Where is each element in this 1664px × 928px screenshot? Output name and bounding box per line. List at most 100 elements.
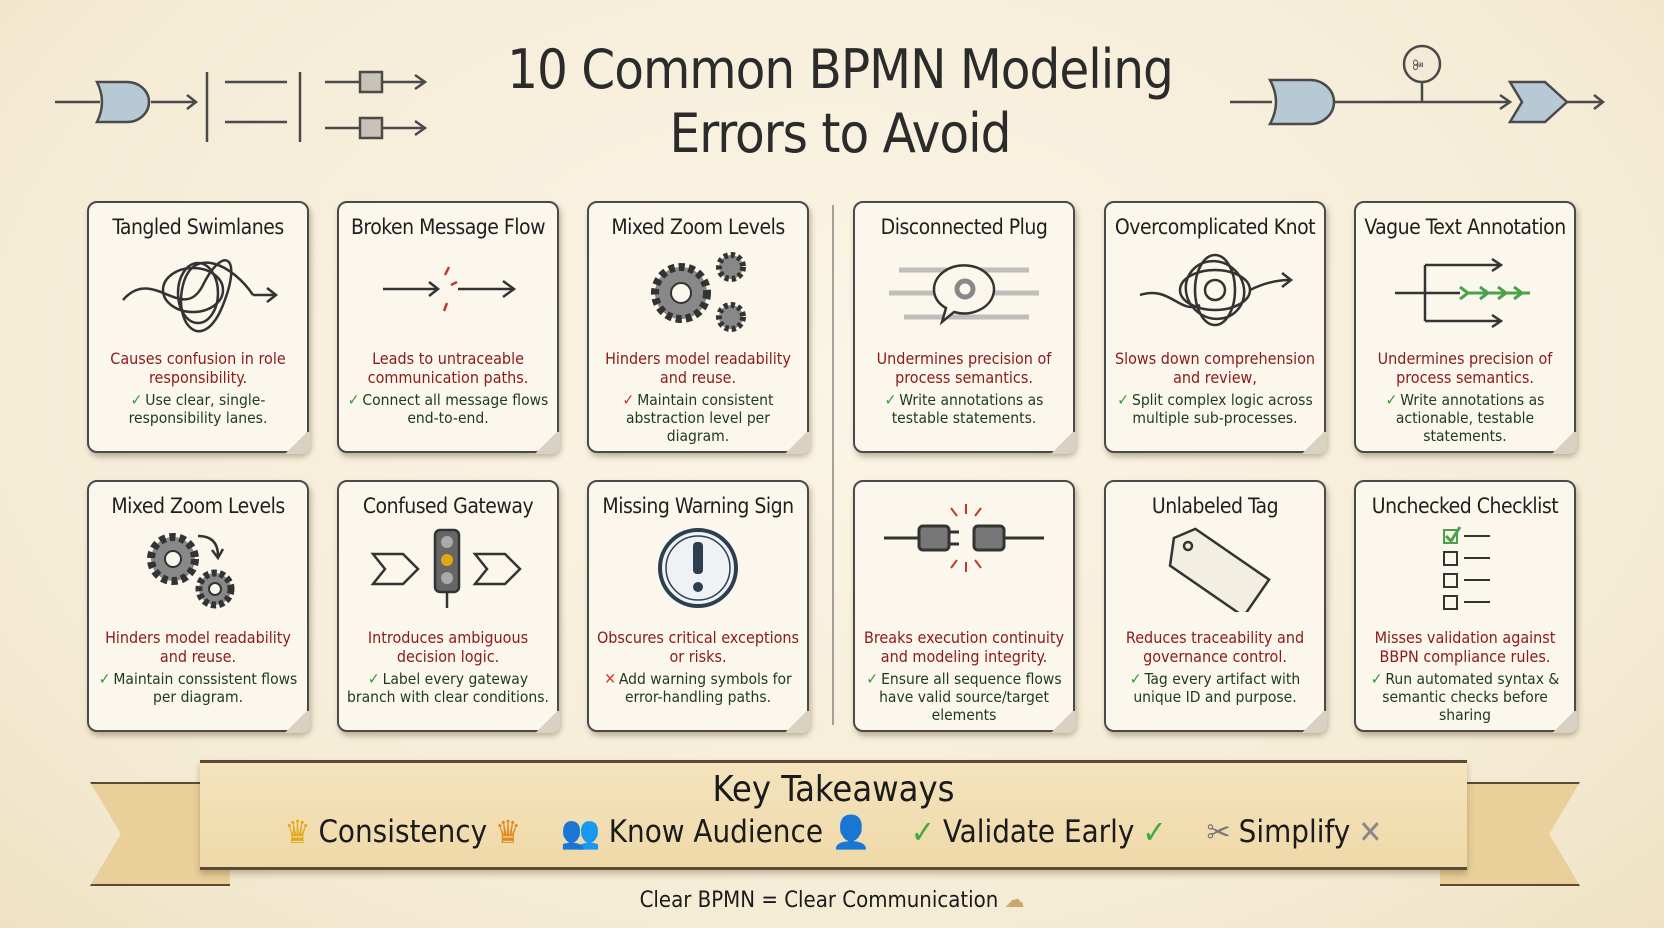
card-fix: ✓Write annotations as testable statement… — [859, 391, 1069, 427]
check-icon: ✓ — [622, 391, 635, 409]
checkmark-icon: ✓ — [910, 813, 935, 851]
card-fix-text: Add warning symbols for error-handling p… — [618, 670, 792, 706]
check-icon: ✓ — [1117, 391, 1129, 409]
check-icon: ✓ — [1385, 391, 1398, 409]
tag-icon — [1168, 527, 1271, 612]
check-icon: ✓ — [1370, 670, 1383, 688]
card-fix-text: Maintain conssistent flows per diagram. — [113, 670, 298, 706]
brain-icon: ☁ — [1004, 888, 1025, 913]
error-card: Breaks execution continuity and modeling… — [853, 480, 1076, 733]
card-problem: Slows down comprehension and review, — [1114, 349, 1316, 387]
card-fix-text: Label every gateway branch with clear co… — [347, 670, 549, 706]
gears-icon — [651, 252, 746, 332]
check-icon: ✓ — [866, 670, 879, 688]
checklist-icon — [1443, 526, 1490, 610]
card-problem: Breaks execution continuity and modeling… — [863, 628, 1065, 666]
card-title: Missing Warning Sign — [602, 494, 794, 518]
card-title: Overcomplicated Knot — [1114, 215, 1316, 239]
card-title: Mixed Zoom Levels — [111, 494, 285, 518]
card-title: Disconnected Plug — [880, 215, 1048, 239]
card-fix: ✓Tag every artifact with unique ID and p… — [1110, 670, 1320, 706]
card-problem: Undermines precision of process semantic… — [876, 349, 1052, 387]
branch-arrows-icon — [1395, 257, 1530, 329]
svg-text:ꔼ: ꔼ — [1412, 58, 1424, 74]
card-fix: ✓Ensure all sequence flows have valid so… — [859, 670, 1069, 724]
gears-rotate-icon — [147, 533, 235, 609]
knot-icon — [1139, 253, 1294, 327]
card-fix: ✓Use clear, single-responsibility lanes. — [93, 391, 303, 427]
check-icon: ✓ — [130, 391, 143, 409]
card-fix-text: Write annotations as actionable, testabl… — [1395, 391, 1545, 445]
check-icon: ✓ — [347, 391, 360, 409]
check-icon: ✓ — [884, 391, 897, 409]
crown-icon-trailing: ♛ — [495, 813, 521, 851]
card-problem: Hinders model readability and reuse. — [605, 349, 791, 387]
card-fix: ✓Split complex logic across multiple sub… — [1110, 391, 1320, 427]
takeaway-item: 👥Know Audience👤 — [561, 813, 871, 851]
broken-arrow-icon — [383, 266, 517, 312]
key-takeaways-list: ♛Consistency♛ 👥Know Audience👤 ✓Validate Ea… — [200, 813, 1467, 851]
card-fix: ✕Add warning symbols for error-handling … — [593, 670, 803, 706]
footer-slogan: Clear BPMN = Clear Communication ☁ — [0, 888, 1664, 913]
tangle-icon — [122, 259, 279, 333]
exclamation-icon — [658, 528, 738, 608]
card-fix-text: Connect all message flows end-to-end. — [362, 391, 549, 427]
card-fix: ✓Maintain conssistent flows per diagram. — [93, 670, 303, 706]
card-fix-text: Run automated syntax & semantic checks b… — [1382, 670, 1560, 724]
title-line-1: 10 Common BPMN Modeling — [507, 38, 1174, 101]
card-fix-text: Ensure all sequence flows have valid sou… — [879, 670, 1062, 724]
people-icon: 👥 — [560, 813, 601, 851]
takeaway-label: Validate Early — [942, 814, 1135, 850]
card-problem: Undermines precision of process semantic… — [1377, 349, 1553, 387]
takeaway-item: ♛Consistency♛ — [285, 813, 521, 851]
takeaway-label: Simplify — [1238, 814, 1351, 850]
card-title: Vague Text Annotation — [1364, 215, 1566, 239]
right-flow-diagram-icon: ꔼ — [1230, 44, 1606, 126]
takeaway-item: ✂Simplify✕ — [1207, 813, 1383, 851]
card-fix-text: Maintain consistent abstraction level pe… — [626, 391, 774, 445]
key-takeaways-banner: Key Takeaways ♛Consistency♛ 👥Know Audienc… — [200, 760, 1467, 870]
card-problem: Introduces ambiguous decision logic. — [367, 628, 529, 666]
people-icon-trailing: 👤 — [830, 813, 871, 851]
key-takeaways-title: Key Takeaways — [712, 769, 955, 810]
blurry-speech-icon — [889, 264, 1039, 326]
card-fix: ✓Run automated syntax & semantic checks … — [1360, 670, 1570, 724]
card-problem: Misses validation against BBPN complianc… — [1374, 628, 1556, 666]
card-fix: ✓Label every gateway branch with clear c… — [343, 670, 553, 706]
card-problem: Causes confusion in role responsibility. — [110, 349, 286, 387]
card-title: Broken Message Flow — [350, 215, 546, 239]
scissors-icon: ✂ — [1206, 813, 1231, 851]
card-fix-text: Write annotations as testable statements… — [891, 391, 1044, 427]
card-fix: ✓Connect all message flows end-to-end. — [343, 391, 553, 427]
cross-icon: ✕ — [604, 670, 616, 688]
footer-text: Clear BPMN = Clear Communication — [639, 888, 999, 913]
takeaway-item: ✓Validate Early✓ — [911, 813, 1167, 851]
card-problem: Reduces traceability and governance cont… — [1125, 628, 1305, 666]
card-problem: Leads to untraceable communication paths… — [367, 349, 529, 387]
card-problem: Obscures critical exceptions or risks. — [596, 628, 800, 666]
unplugged-icon — [884, 504, 1044, 572]
card-title: Tangled Swimlanes — [112, 215, 284, 239]
card-fix-text: Tag every artifact with unique ID and pu… — [1133, 670, 1301, 706]
left-flow-diagram-icon — [55, 70, 428, 142]
traffic-light-icon — [370, 528, 522, 608]
card-title: Mixed Zoom Levels — [611, 215, 785, 239]
check-icon: ✓ — [367, 670, 380, 688]
check-icon: ✓ — [1129, 670, 1142, 688]
column-divider — [832, 205, 834, 725]
card-title: Unchecked Checklist — [1371, 494, 1559, 518]
card-fix-text: Use clear, single-responsibility lanes. — [128, 391, 268, 427]
takeaway-label: Consistency — [318, 814, 488, 850]
crown-icon: ♛ — [284, 813, 311, 851]
card-problem: Hinders model readability and reuse. — [105, 628, 291, 666]
card-fix: ✓Write annotations as actionable, testab… — [1360, 391, 1570, 445]
